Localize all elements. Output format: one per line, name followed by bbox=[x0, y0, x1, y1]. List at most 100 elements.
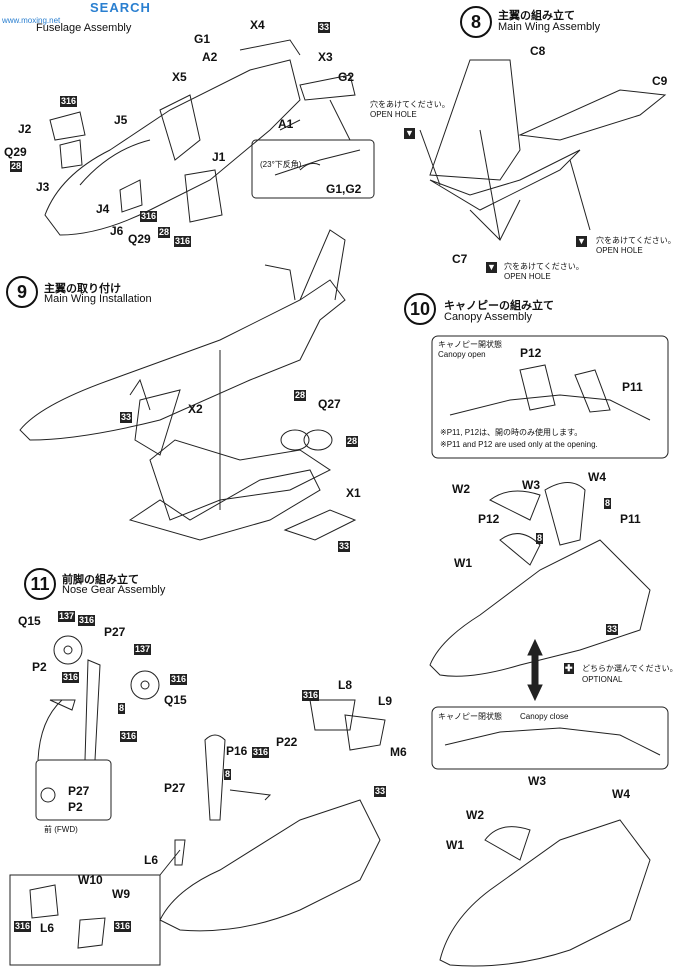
code-316: 316 bbox=[302, 690, 320, 701]
drill-icon: ▼ bbox=[486, 262, 497, 273]
code-316: 316 bbox=[14, 921, 32, 932]
part-label-p2: P2 bbox=[32, 660, 47, 674]
part-label-p11: P11 bbox=[622, 380, 643, 394]
part-label-p16: P16 bbox=[226, 744, 248, 758]
code-8: 8 bbox=[604, 498, 612, 509]
part-label-p12: P12 bbox=[520, 346, 542, 360]
code-33: 33 bbox=[374, 786, 387, 797]
step10-number: 10 bbox=[404, 293, 436, 325]
drill-icon: ▼ bbox=[576, 236, 587, 247]
canopy-open-en: Canopy open bbox=[438, 350, 486, 359]
part-label-c7: C7 bbox=[452, 252, 468, 266]
part-label-x1: X1 bbox=[346, 486, 361, 500]
part-label-w1: W1 bbox=[454, 556, 472, 570]
canopy-note-jp: ※P11, P12は、開の時のみ使用します。 bbox=[440, 428, 583, 437]
part-label-q29: Q29 bbox=[128, 232, 151, 246]
part-label-p2: P2 bbox=[68, 800, 83, 814]
step11-title-en: Nose Gear Assembly bbox=[62, 584, 166, 596]
step10-title-en: Canopy Assembly bbox=[444, 311, 533, 323]
part-label-q29: Q29 bbox=[4, 145, 27, 159]
part-label-q15: Q15 bbox=[164, 693, 187, 707]
optional-note-en: OPTIONAL bbox=[582, 675, 623, 684]
step8-title-en: Main Wing Assembly bbox=[498, 21, 601, 33]
hole-note-en: OPEN HOLE bbox=[370, 110, 417, 119]
code-8: 8 bbox=[118, 703, 126, 714]
optional-icon: ✚ bbox=[564, 663, 574, 674]
watermark-site: www.moxing.net bbox=[2, 16, 61, 25]
hole-note-en: OPEN HOLE bbox=[504, 272, 551, 281]
hole-note-jp: 穴をあけてください。 bbox=[504, 262, 584, 271]
code-33: 33 bbox=[338, 541, 351, 552]
part-label-j4: J4 bbox=[96, 202, 110, 216]
part-label-w2: W2 bbox=[466, 808, 484, 822]
code-28: 28 bbox=[294, 390, 307, 401]
part-label-g2: G2 bbox=[338, 70, 355, 84]
part-label-x5: X5 bbox=[172, 70, 187, 84]
code-33: 33 bbox=[120, 412, 133, 423]
code-137: 137 bbox=[134, 644, 152, 655]
code-316: 316 bbox=[78, 615, 96, 626]
code-316: 316 bbox=[174, 236, 192, 247]
part-label-w4: W4 bbox=[612, 787, 630, 801]
part-label-p27: P27 bbox=[104, 625, 126, 639]
part-label-w9: W9 bbox=[112, 887, 130, 901]
hole-note-en: OPEN HOLE bbox=[596, 246, 643, 255]
step9-title-en: Main Wing Installation bbox=[44, 293, 152, 305]
code-316: 316 bbox=[170, 674, 188, 685]
part-label-p27: P27 bbox=[164, 781, 186, 795]
fwd-note: 前 (FWD) bbox=[44, 825, 78, 834]
code-316: 316 bbox=[62, 672, 80, 683]
part-label-p11: P11 bbox=[620, 512, 641, 526]
drill-icon: ▼ bbox=[404, 128, 415, 139]
part-label-l8: L8 bbox=[338, 678, 353, 692]
optional-note-jp: どちらか選んでください。 bbox=[582, 664, 678, 673]
part-label-j5: J5 bbox=[114, 113, 128, 127]
part-label-m6: M6 bbox=[390, 745, 407, 759]
step9-number: 9 bbox=[6, 276, 38, 308]
part-label-q15: Q15 bbox=[18, 614, 41, 628]
part-label-w2: W2 bbox=[452, 482, 470, 496]
code-8: 8 bbox=[536, 533, 544, 544]
step8-number: 8 bbox=[460, 6, 492, 38]
step10-title-jp: キャノピーの組み立て bbox=[444, 300, 554, 312]
part-label-w4: W4 bbox=[588, 470, 606, 484]
code-316: 316 bbox=[140, 211, 158, 222]
part-label-p27: P27 bbox=[68, 784, 90, 798]
part-label-j3: J3 bbox=[36, 180, 50, 194]
inset-angle-note: (23°下反角) bbox=[260, 160, 302, 169]
watermark-logo: SEARCH bbox=[90, 0, 151, 15]
code-316: 316 bbox=[114, 921, 132, 932]
part-label-w3: W3 bbox=[528, 774, 546, 788]
part-label-l9: L9 bbox=[378, 694, 393, 708]
code-28: 28 bbox=[158, 227, 171, 238]
part-label-p12: P12 bbox=[478, 512, 500, 526]
inset-parts-label: G1,G2 bbox=[326, 182, 362, 196]
step7-title: Fuselage Assembly bbox=[36, 22, 132, 34]
canopy-close-jp: キャノピー閉状態 bbox=[438, 712, 502, 721]
part-label-j2: J2 bbox=[18, 122, 32, 136]
part-label-x3: X3 bbox=[318, 50, 333, 64]
code-33: 33 bbox=[606, 624, 619, 635]
code-28: 28 bbox=[346, 436, 359, 447]
part-label-a1: A1 bbox=[278, 117, 294, 131]
canopy-close-en: Canopy close bbox=[520, 712, 569, 721]
part-label-p22: P22 bbox=[276, 735, 298, 749]
part-label-a2: A2 bbox=[202, 50, 218, 64]
code-316: 316 bbox=[120, 731, 138, 742]
canopy-open-jp: キャノピー開状態 bbox=[438, 340, 502, 349]
part-label-c8: C8 bbox=[530, 44, 546, 58]
part-label-g1: G1 bbox=[194, 32, 211, 46]
code-137: 137 bbox=[58, 611, 76, 622]
part-label-w1: W1 bbox=[446, 838, 464, 852]
code-28: 28 bbox=[10, 161, 23, 172]
step11-title-jp: 前脚の組み立て bbox=[62, 574, 139, 586]
step8-title-jp: 主翼の組み立て bbox=[498, 10, 575, 22]
step9-title-jp: 主翼の取り付け bbox=[44, 283, 121, 295]
part-label-w10: W10 bbox=[78, 873, 103, 887]
code-33: 33 bbox=[318, 22, 331, 33]
code-8: 8 bbox=[224, 769, 232, 780]
canopy-note-en: ※P11 and P12 are used only at the openin… bbox=[440, 440, 598, 449]
step11-number: 11 bbox=[24, 568, 56, 600]
part-label-x4: X4 bbox=[250, 18, 265, 32]
